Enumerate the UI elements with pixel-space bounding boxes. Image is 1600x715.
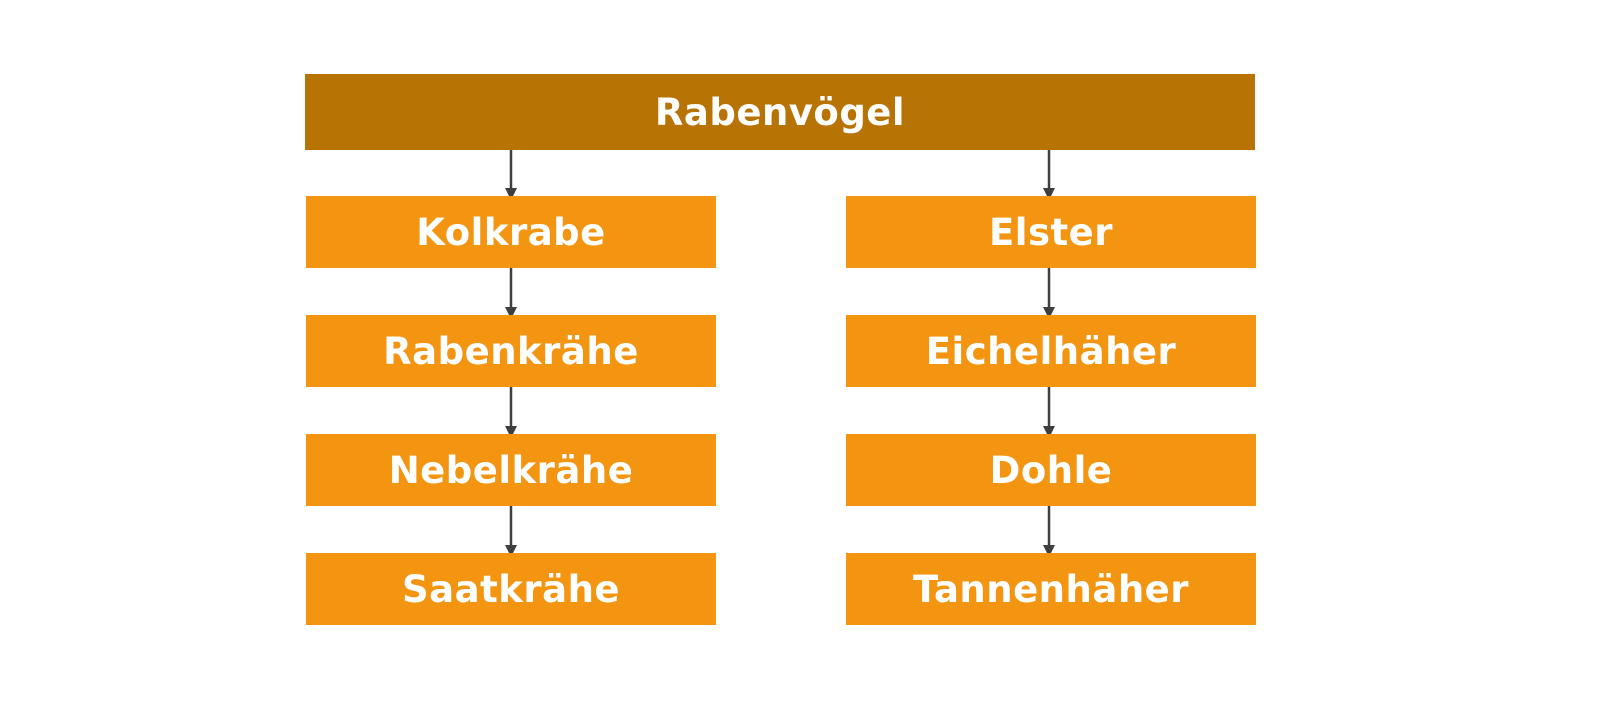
- node-label: Nebelkrähe: [388, 448, 634, 492]
- node-elster: Elster: [846, 196, 1256, 268]
- node-label: Eichelhäher: [925, 329, 1177, 373]
- node-label: Saatkrähe: [401, 567, 621, 611]
- node-saatkraehe: Saatkrähe: [306, 553, 716, 625]
- node-eichelhaeher: Eichelhäher: [846, 315, 1256, 387]
- node-rabenkraehe: Rabenkrähe: [306, 315, 716, 387]
- node-label: Elster: [988, 210, 1113, 254]
- node-kolkrabe: Kolkrabe: [306, 196, 716, 268]
- root-node: Rabenvögel: [305, 74, 1255, 150]
- node-label: Dohle: [989, 448, 1113, 492]
- node-dohle: Dohle: [846, 434, 1256, 506]
- node-label: Tannenhäher: [912, 567, 1190, 611]
- node-tannenhaeher: Tannenhäher: [846, 553, 1256, 625]
- node-nebelkraehe: Nebelkrähe: [306, 434, 716, 506]
- root-node-label: Rabenvögel: [654, 90, 906, 134]
- node-label: Kolkrabe: [416, 210, 606, 254]
- node-label: Rabenkrähe: [383, 329, 639, 373]
